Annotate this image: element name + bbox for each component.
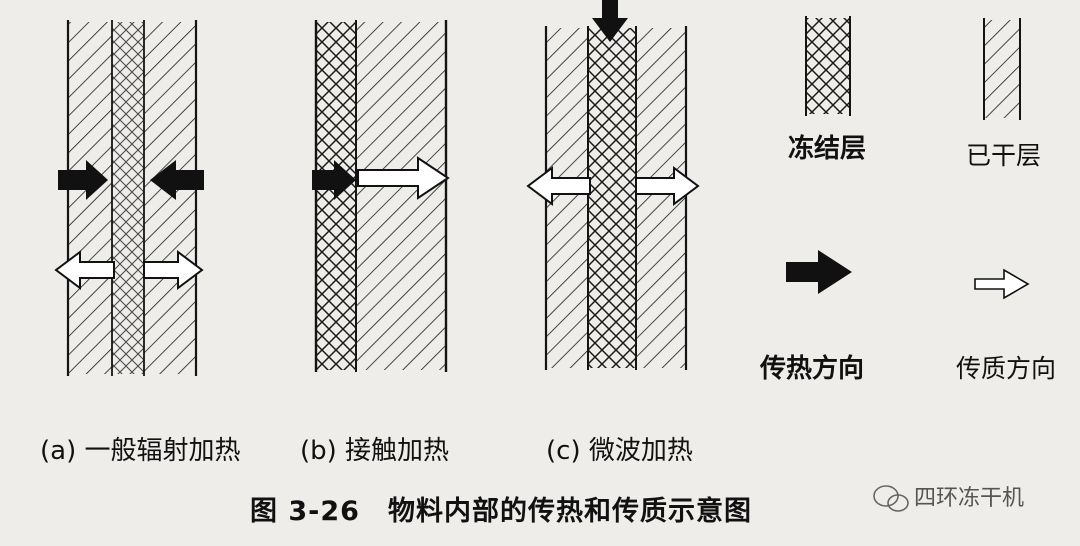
mass-arrow-icon xyxy=(143,250,204,290)
panel-b-caption: (b) 接触加热 xyxy=(300,436,450,466)
legend-dried-label: 已干层 xyxy=(966,141,1042,170)
panel-a-caption: (a) 一般辐射加热 xyxy=(40,436,241,466)
mass-arrow-icon xyxy=(974,268,1030,300)
legend-dried-swatch xyxy=(984,20,1020,118)
mass-arrow-icon xyxy=(635,166,700,206)
watermark-text: 四环冻干机 xyxy=(914,486,1025,511)
panel-a xyxy=(54,20,204,376)
panel-b xyxy=(312,20,450,372)
heat-arrow-icon xyxy=(786,250,852,294)
heat-arrow-icon xyxy=(592,0,628,42)
heat-arrow-icon xyxy=(312,160,356,200)
legend-frozen-swatch xyxy=(806,18,850,114)
legend-mass-label: 传质方向 xyxy=(956,354,1057,383)
panel-a-dried-left xyxy=(68,22,112,374)
mass-arrow-icon xyxy=(526,166,591,206)
legend xyxy=(786,16,1030,300)
mass-arrow-icon xyxy=(54,250,115,290)
heat-arrow-icon xyxy=(150,160,204,200)
panel-c xyxy=(526,0,700,370)
wechat-icon xyxy=(873,485,909,512)
panel-c-caption: (c) 微波加热 xyxy=(546,436,693,466)
figure-title: 图 3-26 物料内部的传热和传质示意图 xyxy=(250,496,752,527)
panel-a-frozen-core xyxy=(112,22,144,374)
panel-a-dried-right xyxy=(144,22,196,374)
panel-c-frozen-core xyxy=(588,28,636,368)
mass-arrow-icon xyxy=(357,156,450,200)
legend-heat-label: 传热方向 xyxy=(760,354,865,384)
panel-b-dried-layer xyxy=(356,22,446,370)
legend-frozen-label: 冻结层 xyxy=(788,134,867,164)
heat-arrow-icon xyxy=(58,160,108,200)
